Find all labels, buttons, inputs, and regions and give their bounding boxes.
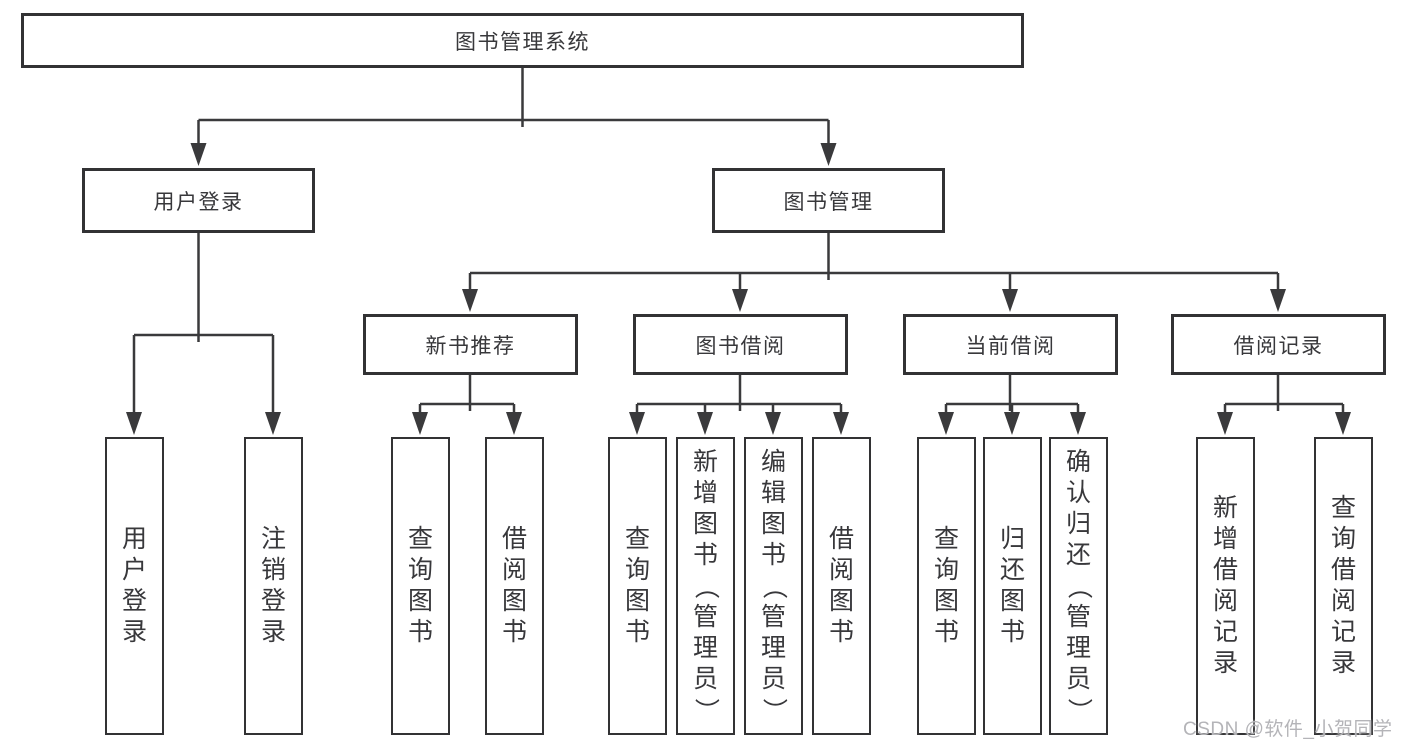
arrowheads xyxy=(126,143,1351,435)
node-new-book-recommendation: 新书推荐 xyxy=(363,314,578,375)
node-query-books-current: 查询图书 xyxy=(917,437,976,735)
node-query-borrow-record: 查询借阅记录 xyxy=(1314,437,1373,735)
node-query-books-recommend: 查询图书 xyxy=(391,437,450,735)
node-return-books: 归还图书 xyxy=(983,437,1042,735)
node-library-management-system: 图书管理系统 xyxy=(21,13,1024,68)
node-add-borrow-record: 新增借阅记录 xyxy=(1196,437,1255,735)
node-edit-books-admin: 编辑图书（管理员） xyxy=(744,437,803,735)
node-book-management: 图书管理 xyxy=(712,168,945,233)
node-user-login-leaf: 用户登录 xyxy=(105,437,164,735)
node-borrow-books-recommend: 借阅图书 xyxy=(485,437,544,735)
node-borrow-books: 借阅图书 xyxy=(812,437,871,735)
node-logout-login: 注销登录 xyxy=(244,437,303,735)
node-borrowing-records: 借阅记录 xyxy=(1171,314,1386,375)
node-add-books-admin: 新增图书（管理员） xyxy=(676,437,735,735)
csdn-watermark: CSDN @软件_小贺同学 xyxy=(1183,719,1393,740)
node-query-books-borrow: 查询图书 xyxy=(608,437,667,735)
node-confirm-return-admin: 确认归还（管理员） xyxy=(1049,437,1108,735)
node-book-borrowing: 图书借阅 xyxy=(633,314,848,375)
node-current-borrowing: 当前借阅 xyxy=(903,314,1118,375)
node-user-login: 用户登录 xyxy=(82,168,315,233)
